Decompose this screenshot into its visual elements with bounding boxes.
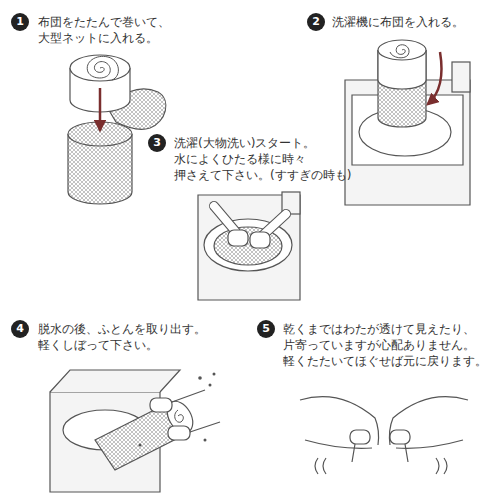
step2-figure	[345, 40, 470, 205]
step-note: 洗濯機に布団を入れる。	[332, 14, 482, 30]
step5-figure	[300, 397, 468, 474]
step3-figure	[198, 192, 300, 300]
callout-number: 5	[257, 320, 275, 338]
callout-number: 3	[148, 134, 166, 152]
step-note: 洗濯(大物洗い)スタート。 水によくひたる様に時々 押さえて下さい。(すすぎの時…	[174, 135, 372, 183]
step1-figure	[68, 55, 166, 204]
step-note: 脱水の後、ふとんを取り出す。 軽くしぼって下さい。	[38, 321, 228, 353]
callout-number: 1	[11, 13, 29, 31]
callout-number: 2	[307, 13, 325, 31]
step-note: 乾くまではわたが透けて見えたり、 片寄っていますが心配ありません。 軽くたたいて…	[283, 321, 495, 369]
step4-figure	[50, 370, 220, 492]
callout-number: 4	[11, 320, 29, 338]
step-note: 布団をたたんで巻いて、 大型ネットに入れる。	[38, 14, 190, 46]
